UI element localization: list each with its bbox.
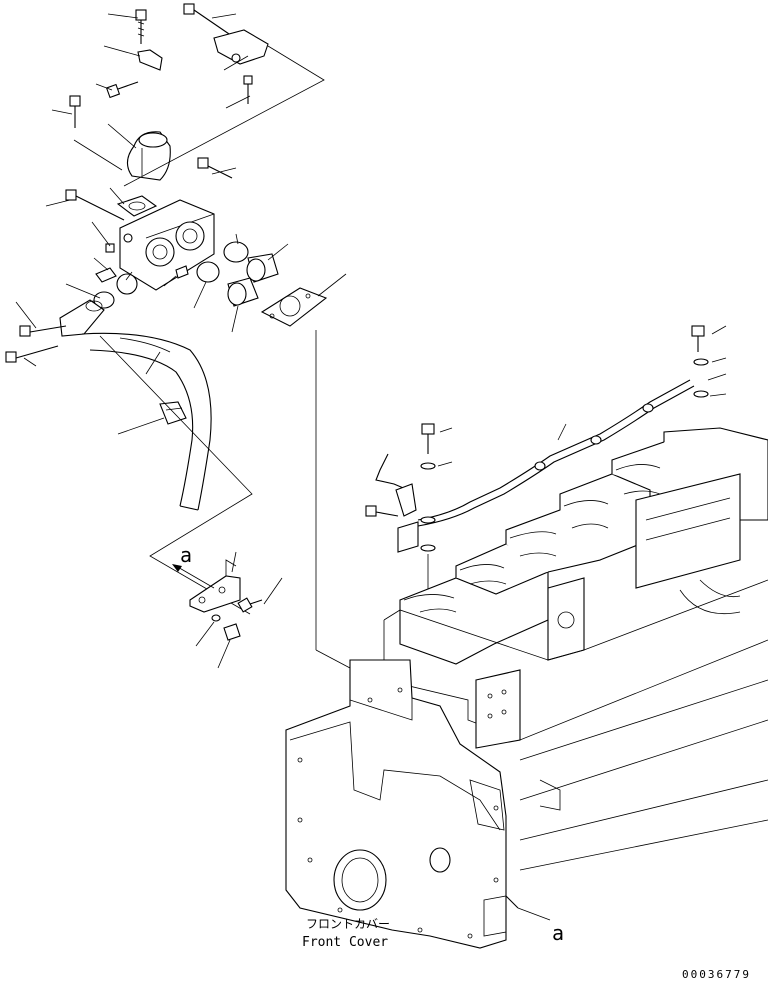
thermostat-housing xyxy=(119,199,215,291)
washer-right-1 xyxy=(693,358,709,366)
bolt-small xyxy=(105,81,139,99)
washer-left-1 xyxy=(420,462,436,470)
front-cover-label-jp: フロントカバー xyxy=(306,917,390,931)
washer-small xyxy=(95,267,117,283)
bolts-outlet xyxy=(5,325,67,363)
engine-block xyxy=(285,330,768,949)
seal-ring-lower xyxy=(196,261,220,283)
drawing-number: 00036779 xyxy=(682,968,751,981)
o-ring-left xyxy=(116,273,138,295)
cylinder-heads xyxy=(399,427,768,665)
sensor-bracket xyxy=(395,483,417,517)
washer-left-3 xyxy=(420,544,436,552)
bracket-bolt-assembly xyxy=(183,3,269,104)
side-plate xyxy=(635,473,741,589)
bolt-top-left xyxy=(135,9,147,44)
thermostat-upper xyxy=(246,253,279,283)
washer-bracket xyxy=(211,614,221,622)
fuel-pipe xyxy=(417,379,691,521)
outlet-elbow xyxy=(59,299,105,337)
sensor-wire xyxy=(375,453,409,491)
head-gasket-side xyxy=(547,577,585,661)
bolt-diagonal xyxy=(197,157,233,179)
sensor-plug xyxy=(175,265,189,279)
ref-a-upper: a xyxy=(180,543,192,567)
block-panel xyxy=(475,669,521,749)
bolt-left xyxy=(69,95,81,128)
banjo-bolt-left xyxy=(421,423,435,435)
ref-a-lower: a xyxy=(552,921,564,945)
clamp-plate xyxy=(397,521,419,553)
clip-part xyxy=(137,49,163,71)
long-bolt xyxy=(65,189,125,221)
banjo-bolt-right xyxy=(691,325,705,337)
plug-small xyxy=(105,243,115,253)
hose-clamp xyxy=(159,401,187,425)
sensor-bolt xyxy=(365,505,377,517)
washer-right-2 xyxy=(693,390,709,398)
seal-ring-upper xyxy=(223,241,249,263)
elbow-pipe xyxy=(126,131,171,181)
washer-left-2 xyxy=(420,516,436,524)
thermostat-housing-group xyxy=(5,3,328,615)
bracket-bolt xyxy=(237,597,253,613)
gasket-upper xyxy=(116,195,158,217)
gasket-left xyxy=(93,291,115,309)
fuel-line-group xyxy=(365,325,727,592)
nut-bracket xyxy=(223,623,241,641)
bracket-plate xyxy=(189,575,241,613)
bracket-a-group: a xyxy=(172,543,283,669)
leader-lines-left xyxy=(15,13,347,435)
front-cover-label-en: Front Cover xyxy=(302,935,388,950)
gasket-plate xyxy=(260,287,328,327)
coolant-hose xyxy=(81,332,212,511)
thermostat-lower xyxy=(227,277,259,307)
front-cover xyxy=(285,659,519,949)
